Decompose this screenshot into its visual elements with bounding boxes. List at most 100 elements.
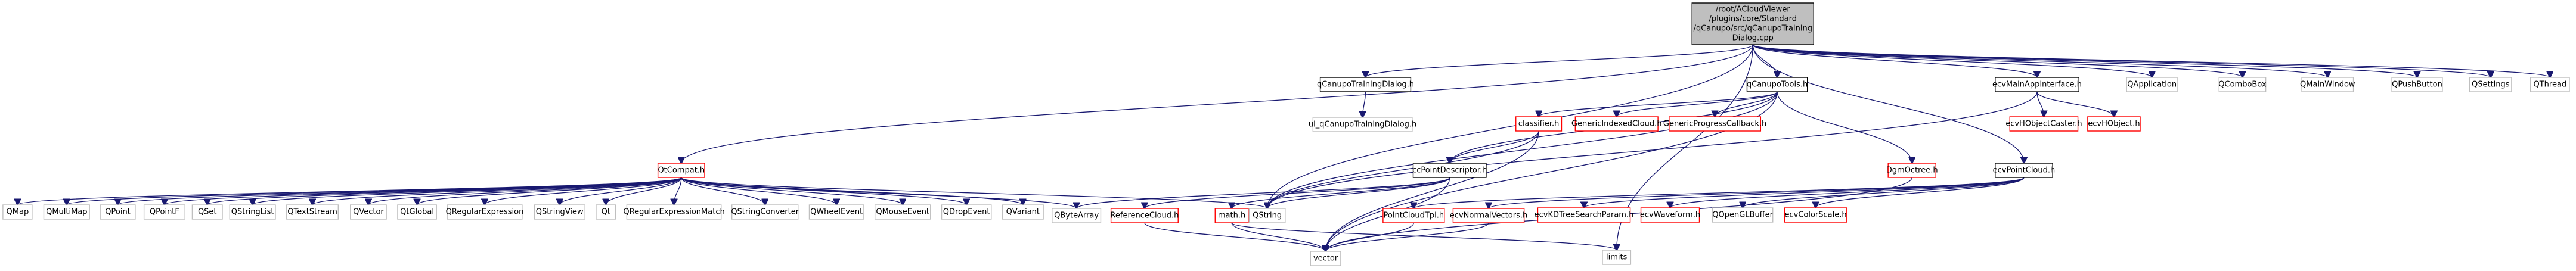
edge-root-to-ecv-main-app-interface-h xyxy=(1752,44,2037,77)
node-box xyxy=(2,204,33,220)
graph-node-qmulti-map[interactable]: QMultiMap xyxy=(43,204,90,220)
graph-node-generic-progress-callback-h[interactable]: GenericProgressCallback.h xyxy=(1663,116,1766,132)
node-box xyxy=(731,204,799,220)
node-label: ecvKDTreeSearchParam.h xyxy=(1535,211,1634,220)
node-box xyxy=(143,204,185,220)
edge-ecv-point-cloud-h-to-ecv-color-scale-h xyxy=(1816,177,2025,208)
graph-node-qmouse-event[interactable]: QMouseEvent xyxy=(874,204,931,220)
node-box xyxy=(1784,207,1847,223)
edge-qt-compat-h-to-qwheel-event xyxy=(681,177,836,205)
graph-node-ecv-kdtree-search-param-h[interactable]: ecvKDTreeSearchParam.h xyxy=(1535,207,1634,223)
node-box xyxy=(43,204,90,220)
graph-node-vector[interactable]: vector xyxy=(1310,251,1341,266)
node-label: QPointF xyxy=(150,208,179,217)
graph-node-qvector[interactable]: QVector xyxy=(350,204,387,220)
graph-node-root[interactable]: /root/ACloudViewer/plugins/core/Standard… xyxy=(1691,2,1815,45)
graph-node-qsettings[interactable]: QSettings xyxy=(2469,77,2512,92)
graph-node-qbyte-array[interactable]: QByteArray xyxy=(1052,208,1102,223)
node-box xyxy=(447,204,523,220)
node-box xyxy=(1669,116,1762,132)
graph-node-q-canupo-training-dialog-h[interactable]: qCanupoTrainingDialog.h xyxy=(1317,77,1414,92)
graph-node-qset[interactable]: QSet xyxy=(191,204,223,220)
graph-node-ui-q-canupo-training-dialog-h[interactable]: ui_qCanupoTrainingDialog.h xyxy=(1309,117,1416,132)
graph-node-q-canupo-tools-h[interactable]: qCanupoTools.h xyxy=(1746,77,1808,92)
graph-node-ecv-waveform-h[interactable]: ecvWaveform.h xyxy=(1640,207,1700,223)
graph-node-qwheel-event[interactable]: QWheelEvent xyxy=(808,204,864,220)
graph-node-qpoint[interactable]: QPoint xyxy=(100,204,136,220)
node-label: QRegularExpression xyxy=(446,208,524,217)
graph-node-classifier-h[interactable]: classifier.h xyxy=(1515,116,1563,132)
graph-node-point-cloud-tpl-h[interactable]: PointCloudTpl.h xyxy=(1382,208,1445,223)
node-box xyxy=(2218,77,2267,92)
node-label: ecvColorScale.h xyxy=(1784,211,1846,220)
node-label: QApplication xyxy=(2127,80,2177,89)
graph-node-ecv-color-scale-h[interactable]: ecvColorScale.h xyxy=(1784,207,1847,223)
graph-node-qregular-expression-match[interactable]: QRegularExpressionMatch xyxy=(623,204,725,220)
node-box xyxy=(1995,77,2079,92)
node-label: QMouseEvent xyxy=(876,208,929,217)
graph-node-qpush-button[interactable]: QPushButton xyxy=(2391,77,2443,92)
graph-node-qapplication[interactable]: QApplication xyxy=(2126,77,2178,92)
graph-node-qcombo-box[interactable]: QComboBox xyxy=(2218,77,2267,92)
node-box xyxy=(2009,116,2079,132)
graph-node-qt[interactable]: Qt xyxy=(596,204,616,220)
graph-node-ecv-hobject-caster-h[interactable]: ecvHObjectCaster.h xyxy=(2005,116,2082,132)
graph-node-qthread[interactable]: QThread xyxy=(2529,77,2570,92)
node-label: /qCanupo/src/qCanupoTraining xyxy=(1694,24,1812,33)
node-label: PointCloudTpl.h xyxy=(1384,211,1444,220)
node-box xyxy=(2126,77,2178,92)
graph-node-math-h[interactable]: math.h xyxy=(1214,208,1249,223)
node-label: QPoint xyxy=(105,208,131,217)
graph-node-qstring-list[interactable]: QStringList xyxy=(229,204,276,220)
graph-node-qvariant[interactable]: QVariant xyxy=(1002,204,1044,220)
graph-node-ecv-point-cloud-h[interactable]: ecvPointCloud.h xyxy=(1993,163,2056,178)
node-label: QMap xyxy=(7,208,29,217)
graph-node-cc-point-descriptor-h[interactable]: ccPointDescriptor.h xyxy=(1412,163,1487,178)
node-box xyxy=(1887,163,1936,178)
graph-node-qregular-expression[interactable]: QRegularExpression xyxy=(446,204,524,220)
graph-node-qmap[interactable]: QMap xyxy=(2,204,33,220)
edge-root-to-qthread xyxy=(1752,44,2550,77)
edge-qt-compat-h-to-qpoint xyxy=(118,177,682,205)
graph-node-limits[interactable]: limits xyxy=(1602,250,1632,265)
edge-qt-compat-h-to-qpoint-f xyxy=(165,177,682,205)
edge-qt-compat-h-to-qstring-view xyxy=(560,177,682,205)
graph-node-dgm-octree-h[interactable]: DgmOctree.h xyxy=(1886,163,1938,178)
node-label: QSet xyxy=(198,208,217,217)
graph-node-generic-indexed-cloud-h[interactable]: GenericIndexedCloud.h xyxy=(1571,116,1662,132)
node-box xyxy=(2391,77,2443,92)
graph-node-qstring-converter[interactable]: QStringConverter xyxy=(731,204,799,220)
node-box xyxy=(941,204,992,220)
edge-root-to-q-canupo-training-dialog-h xyxy=(1366,44,1753,77)
graph-node-ecv-main-app-interface-h[interactable]: ecvMainAppInterface.h xyxy=(1992,77,2082,92)
node-label: QRegularExpressionMatch xyxy=(623,208,724,217)
node-label: GenericIndexedCloud.h xyxy=(1571,120,1662,129)
graph-node-qstring[interactable]: QString xyxy=(1248,208,1286,223)
node-box xyxy=(2087,116,2141,132)
graph-node-qmain-window[interactable]: QMainWindow xyxy=(2300,77,2355,92)
graph-node-qt-compat-h[interactable]: QtCompat.h xyxy=(657,163,705,178)
node-label: QSettings xyxy=(2472,80,2510,89)
graph-node-qstring-view[interactable]: QStringView xyxy=(534,204,585,220)
node-label: ecvHObjectCaster.h xyxy=(2005,120,2082,129)
graph-node-qdrop-event[interactable]: QDropEvent xyxy=(941,204,992,220)
graph-node-qtext-stream[interactable]: QTextStream xyxy=(286,204,339,220)
edge-qt-compat-h-to-qstring xyxy=(681,177,1267,208)
graph-node-qopen-glbuffer[interactable]: QOpenGLBuffer xyxy=(1712,207,1774,223)
graph-node-reference-cloud-h[interactable]: ReferenceCloud.h xyxy=(1110,208,1179,223)
node-box xyxy=(1214,208,1249,223)
node-box xyxy=(2301,77,2354,92)
edge-point-cloud-tpl-h-to-vector xyxy=(1326,222,1414,251)
edge-ecv-point-cloud-h-to-ecv-normal-vectors-h xyxy=(1489,177,2025,208)
graph-node-ecv-hobject-h[interactable]: ecvHObject.h xyxy=(2087,116,2141,132)
node-box xyxy=(1995,163,2053,178)
node-label: ecvPointCloud.h xyxy=(1993,166,2056,175)
graph-node-qt-global[interactable]: QtGlobal xyxy=(397,204,437,220)
graph-node-qpoint-f[interactable]: QPointF xyxy=(143,204,185,220)
graph-node-ecv-normal-vectors-h[interactable]: ecvNormalVectors.h xyxy=(1450,208,1527,223)
node-label: QVariant xyxy=(1006,208,1040,217)
edge-ecv-point-cloud-h-to-point-cloud-tpl-h xyxy=(1413,177,2025,208)
node-box xyxy=(1002,204,1044,220)
node-label: ecvWaveform.h xyxy=(1640,211,1700,220)
node-box xyxy=(1248,208,1286,223)
